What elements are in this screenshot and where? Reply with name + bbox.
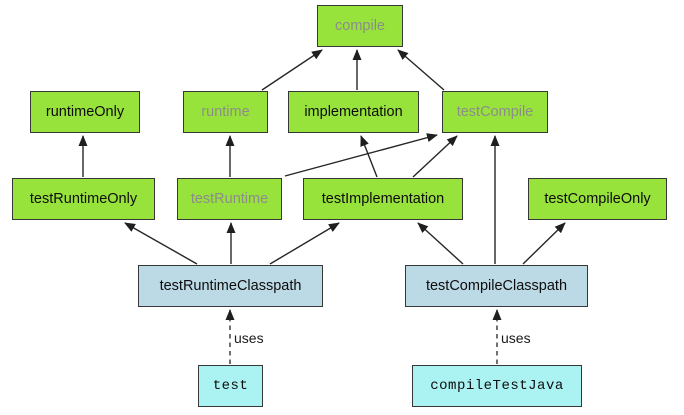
node-testCompileOnly: testCompileOnly <box>528 178 667 220</box>
edge-label-uses-left: uses <box>234 330 264 346</box>
node-implementation: implementation <box>288 91 419 133</box>
node-runtime: runtime <box>183 91 268 133</box>
edge-testImplementation-to-testCompile <box>412 135 458 178</box>
node-testCompile: testCompile <box>442 91 548 133</box>
edge-testCompile-to-compile <box>397 49 445 91</box>
node-test: test <box>198 365 263 407</box>
node-runtimeOnly: runtimeOnly <box>30 91 140 133</box>
node-compile: compile <box>317 5 403 47</box>
node-testRuntime: testRuntime <box>177 178 282 220</box>
edge-runtime-to-compile <box>261 49 323 91</box>
node-testCompileClasspath: testCompileClasspath <box>405 265 588 307</box>
node-compileTestJava: compileTestJava <box>412 365 582 407</box>
edge-testRuntimeClasspath-to-testRuntimeOnly <box>124 222 198 265</box>
edge-testRuntime-to-testCompile <box>284 133 438 177</box>
edge-label-uses-right: uses <box>501 330 531 346</box>
edge-testCompileClasspath-to-testCompileOnly <box>522 222 566 265</box>
node-testImplementation: testImplementation <box>303 178 463 220</box>
edge-testImplementation-to-implementation <box>360 135 378 178</box>
node-testRuntimeOnly: testRuntimeOnly <box>12 178 155 220</box>
edge-testCompileClasspath-to-testImplementation <box>417 222 464 265</box>
node-testRuntimeClasspath: testRuntimeClasspath <box>138 265 323 307</box>
edge-testRuntimeClasspath-to-testImplementation <box>269 222 340 265</box>
